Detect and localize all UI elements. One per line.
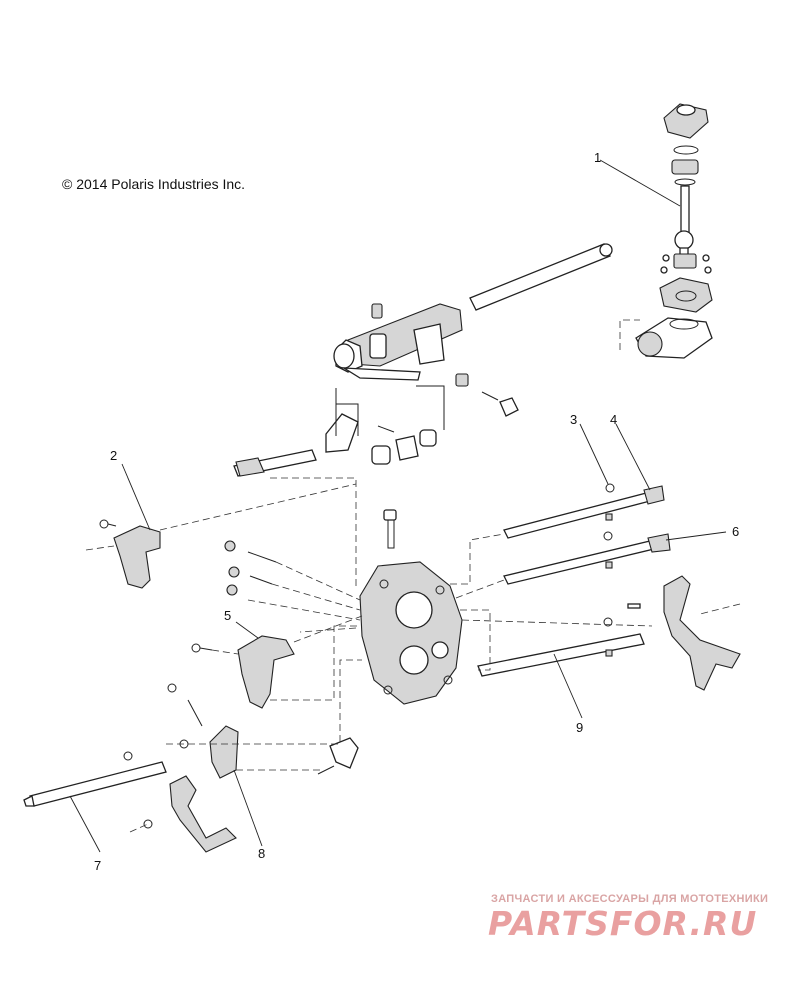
shift-rods (477, 483, 741, 691)
callout-2: 2 (110, 448, 117, 463)
detent-springs (167, 540, 277, 727)
alignment-guides (85, 477, 741, 833)
watermark-subtitle: ЗАПЧАСТИ И АКСЕССУАРЫ ДЛЯ МОТОТЕХНИКИ (491, 893, 769, 905)
callout-1: 1 (594, 150, 601, 165)
shift-lever-assembly (619, 103, 713, 359)
callout-3: 3 (570, 412, 577, 427)
callout-9: 9 (576, 720, 583, 735)
callout-labels: 1 2 3 4 5 6 7 8 9 (94, 150, 739, 873)
gearcase-plate (359, 509, 463, 705)
shift-rod-7 (23, 739, 189, 807)
shift-fork-8 (143, 725, 359, 853)
callout-4: 4 (610, 412, 617, 427)
shift-shaft-assembly (233, 243, 613, 477)
callout-7: 7 (94, 858, 101, 873)
callout-8: 8 (258, 846, 265, 861)
shift-fork-5 (191, 635, 295, 709)
copyright-text: © 2014 Polaris Industries Inc. (62, 176, 246, 192)
callout-leaders (69, 159, 727, 853)
callout-5: 5 (224, 608, 231, 623)
watermark-brand: PARTSFOR.RU (488, 904, 758, 943)
callout-6: 6 (732, 524, 739, 539)
shift-fork-2 (99, 519, 161, 589)
